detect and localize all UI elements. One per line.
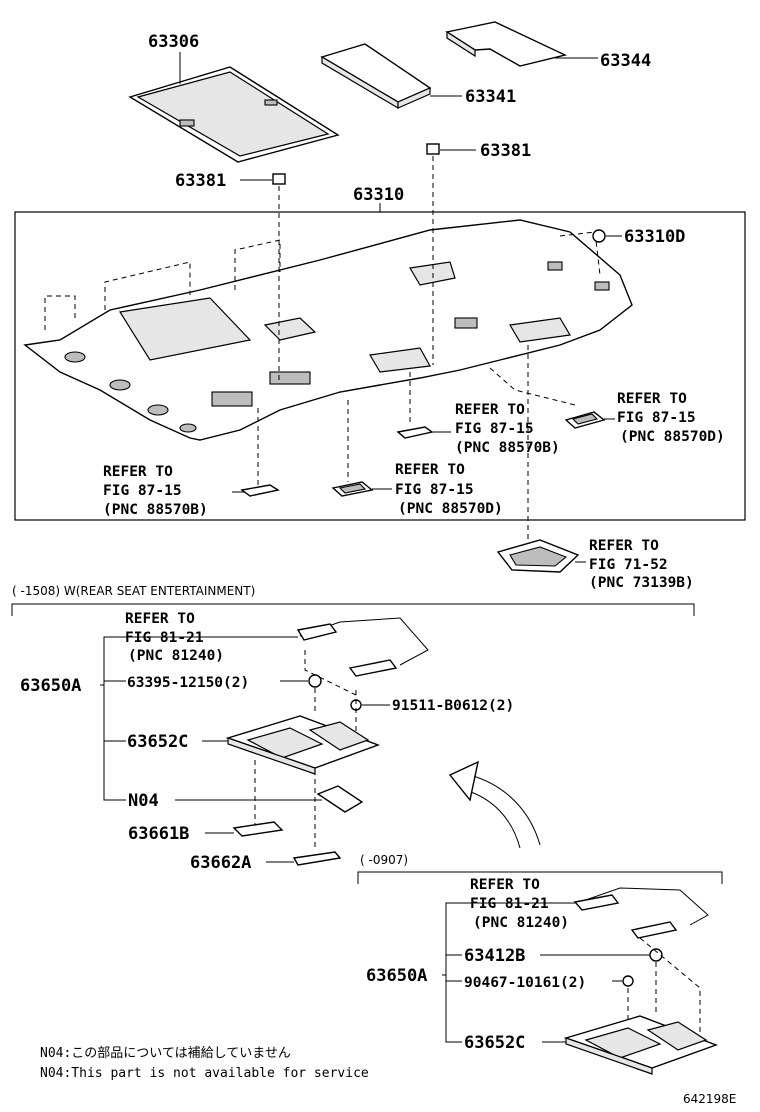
headliner-frame: [14, 211, 746, 521]
refer-fig-87-15-right: REFER TO FIG 87-15 (PNC 88570D): [617, 391, 725, 445]
note-jp: N04:この部品については補給していません: [40, 1046, 291, 1061]
bracket-63650A-0907-top: [442, 902, 575, 976]
figure-id: 642198E: [683, 1092, 736, 1106]
refer-fig-87-15-mid2: REFER TO FIG 87-15 (PNC 88570B): [455, 402, 560, 456]
callout-63310D: 63310D: [624, 227, 685, 247]
cover-63662A: [292, 851, 342, 866]
bracket-63650A-rse-bottom: [103, 685, 126, 801]
part-90467-10161: 90467-10161(2): [464, 975, 586, 991]
pad-63341: [320, 43, 432, 110]
svg-text:FIG 87-15: FIG 87-15: [103, 483, 182, 499]
console-73139b: [496, 539, 580, 573]
svg-text:FIG 87-15: FIG 87-15: [617, 410, 696, 426]
part-63395-12150: 63395-12150(2): [127, 675, 249, 691]
svg-text:FIG 87-15: FIG 87-15: [455, 421, 534, 437]
svg-text:REFER TO: REFER TO: [103, 464, 173, 480]
clip-63310D: [592, 229, 606, 243]
dash-guide-2: [104, 261, 191, 310]
lens-63661B: [232, 821, 284, 837]
part-63661B: 63661B: [128, 824, 189, 844]
note-en: N04:This part is not available for servi…: [40, 1066, 369, 1081]
refer-fig-81-21-rse: REFER TO FIG 81-21 (PNC 81240): [125, 611, 224, 664]
bracket-N04: [316, 785, 364, 813]
pad-63344: [445, 21, 568, 67]
lamp-88570d-mid: [331, 481, 374, 497]
refer-fig-71-52: REFER TO FIG 71-52 (PNC 73139B): [589, 538, 694, 591]
part-63412B: 63412B: [464, 946, 525, 966]
section-0907-bracket: [357, 871, 723, 884]
refer-fig-81-21-0907: REFER TO FIG 81-21 (PNC 81240): [470, 877, 569, 931]
svg-text:(PNC 88570D): (PNC 88570D): [620, 429, 725, 445]
screw-63395-icon: [308, 674, 322, 688]
lamp-88570b-left: [240, 484, 280, 497]
section-rse-bracket: [11, 603, 695, 616]
svg-text:REFER TO: REFER TO: [125, 611, 195, 627]
dash-guide-1: [44, 295, 76, 330]
lamp-88570d-right: [564, 411, 606, 429]
callout-63381-right: 63381: [480, 141, 531, 161]
callout-63381-left: 63381: [175, 171, 226, 191]
part-63662A: 63662A: [190, 853, 251, 873]
part-N04: N04: [128, 791, 159, 811]
wire-harness-rse: [296, 617, 429, 677]
dash-rse-3: [304, 650, 357, 696]
clip-63381-right: [426, 143, 440, 155]
callout-63341: 63341: [465, 87, 516, 107]
section-0907-header: ( -0907): [360, 853, 408, 867]
callout-63306: 63306: [148, 32, 199, 52]
svg-text:REFER TO: REFER TO: [470, 877, 540, 893]
section-rse-header: ( -1508) W(REAR SEAT ENTERTAINMENT): [12, 584, 255, 598]
wire-harness-0907: [573, 887, 709, 939]
svg-text:FIG 71-52: FIG 71-52: [589, 557, 668, 573]
housing-63652C-rse: [225, 715, 381, 775]
clip-63381-left: [272, 173, 286, 185]
svg-text:FIG 87-15: FIG 87-15: [395, 482, 474, 498]
part-63652C-rse: 63652C: [127, 732, 188, 752]
arrow-icon: [448, 760, 541, 849]
sunshade-panel: [128, 66, 340, 163]
headliner: [23, 219, 633, 441]
svg-text:(PNC 88570B): (PNC 88570B): [455, 440, 560, 456]
housing-63652C-0907: [563, 1015, 719, 1075]
screw-90467-icon: [622, 975, 634, 987]
bracket-63650A-0907-bottom: [445, 975, 462, 1043]
assembly-63650A-rse: 63650A: [20, 676, 81, 696]
assembly-63650A-0907: 63650A: [366, 966, 427, 986]
svg-text:(PNC 88570D): (PNC 88570D): [398, 501, 503, 517]
dash-lamp-right: [489, 367, 576, 406]
part-63652C-0907: 63652C: [464, 1033, 525, 1053]
dash-guide-3: [234, 239, 281, 290]
svg-text:REFER TO: REFER TO: [395, 462, 465, 478]
svg-text:(PNC 81240): (PNC 81240): [473, 915, 569, 931]
svg-text:FIG 81-21: FIG 81-21: [125, 630, 204, 646]
svg-text:REFER TO: REFER TO: [589, 538, 659, 554]
part-91511-B0612: 91511-B0612(2): [392, 698, 514, 714]
svg-text:REFER TO: REFER TO: [455, 402, 525, 418]
dash-0907-3: [639, 937, 701, 1035]
callout-63310: 63310: [353, 185, 404, 205]
svg-text:(PNC 73139B): (PNC 73139B): [589, 575, 694, 591]
svg-text:FIG 81-21: FIG 81-21: [470, 896, 549, 912]
bracket-63650A-rse-top: [100, 636, 298, 686]
svg-text:REFER TO: REFER TO: [617, 391, 687, 407]
refer-fig-87-15-mid: REFER TO FIG 87-15 (PNC 88570D): [395, 462, 503, 517]
svg-text:(PNC 81240): (PNC 81240): [128, 648, 224, 664]
callout-63344: 63344: [600, 51, 651, 71]
refer-fig-87-15-left: REFER TO FIG 87-15 (PNC 88570B): [103, 464, 208, 518]
lamp-88570b-mid: [396, 426, 434, 439]
svg-text:(PNC 88570B): (PNC 88570B): [103, 502, 208, 518]
clip-63412B-icon: [649, 948, 663, 962]
dash-63310d: [559, 231, 601, 276]
